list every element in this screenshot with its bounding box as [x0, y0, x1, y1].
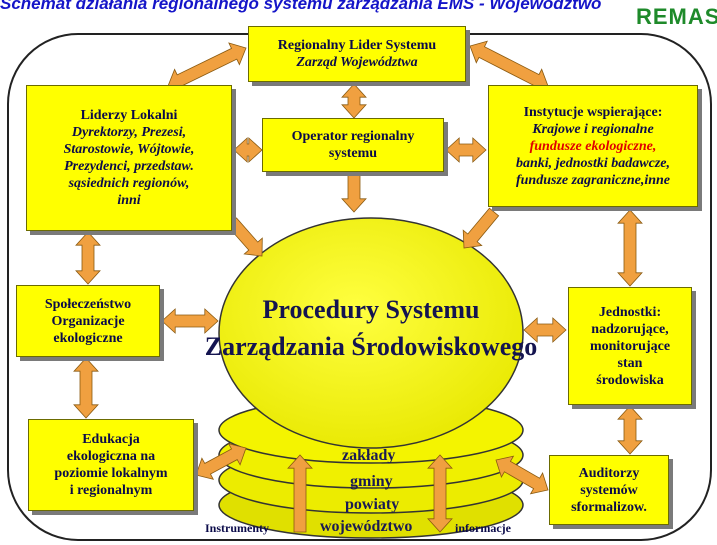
arrow-cylinder-auditors: [495, 455, 549, 495]
arrow-leader-operator: [341, 83, 367, 119]
center-title-line2: Zarządzania Środowiskowego: [205, 332, 538, 361]
regional-leader-line2: Zarząd Województwa: [296, 55, 418, 70]
arrow-informacje-updown: [427, 454, 453, 533]
units-line5: środowiska: [596, 372, 664, 388]
operator-line2: systemu: [328, 146, 378, 161]
arrow-leader-localleaders: [167, 42, 247, 92]
institutions-line3: fundusze ekologiczne,: [529, 138, 657, 154]
arrows-group: [73, 40, 643, 533]
box-auditors: Auditorzy systemów sformalizow.: [549, 455, 669, 525]
center-title-line1: Procedury Systemu: [263, 295, 480, 324]
society-line1: Społeczeństwo: [44, 296, 132, 312]
institutions-line1: Instytucje wspierające:: [523, 104, 663, 120]
units-line1: Jednostki:: [598, 304, 662, 320]
disk-main: [218, 217, 524, 449]
layer-label-powiaty: powiaty: [345, 496, 399, 513]
local-leaders-line2: Dyrektorzy, Prezesi,: [71, 125, 187, 140]
local-leaders-line4: Prezydenci, przedstaw.: [64, 159, 194, 174]
box-monitoring-units: Jednostki: nadzorujące, monitorujące sta…: [568, 287, 692, 405]
box-operator: Operator regionalny systemu: [262, 118, 444, 172]
box-local-leaders: Liderzy Lokalni Dyrektorzy, Prezesi, Sta…: [26, 85, 232, 231]
arrow-society-education: [73, 357, 99, 419]
cylinder-stack: [218, 217, 524, 539]
box-society: Społeczeństwo Organizacje ekologiczne: [16, 285, 160, 357]
society-line2: Organizacje: [51, 313, 125, 329]
arrow-institutions-units: [617, 209, 643, 287]
arrow-education-cylinder: [195, 443, 247, 480]
arrow-operator-to-cylinder: [341, 173, 367, 213]
label-instrumenty: Instrumenty: [205, 521, 270, 535]
auditors-line1: Auditorzy: [578, 465, 640, 481]
arrow-leader-institutions: [469, 40, 549, 92]
local-leaders-line5: sąsiednich regionów,: [68, 176, 190, 191]
operator-line1: Operator regionalny: [291, 129, 415, 144]
arrow-cylinder-units: [523, 317, 567, 343]
education-line4: i regionalnym: [69, 483, 153, 498]
arrow-instrumenty-up: [287, 454, 313, 533]
box-regional-leader: Regionalny Lider Systemu Zarząd Wojewódz…: [248, 26, 466, 82]
box-institutions: Instytucje wspierające: Krajowe i region…: [488, 85, 698, 207]
arrow-localleaders-to-cylinder: [226, 217, 263, 257]
arrow-society-cylinder: [161, 308, 219, 334]
education-line1: Edukacja: [82, 432, 140, 447]
arrow-localleaders-society: [75, 231, 101, 285]
institutions-line4: banki, jednostki badawcze,: [515, 155, 670, 171]
layer-label-wojewodztwo: województwo: [320, 518, 412, 535]
auditors-line3: sformalizow.: [571, 499, 647, 515]
layer-label-gminy: gminy: [350, 473, 393, 490]
education-line3: poziomie lokalnym: [54, 466, 168, 481]
society-line3: ekologiczne: [53, 330, 123, 346]
institutions-line5: fundusze zagraniczne,inne: [515, 172, 671, 188]
units-line2: nadzorujące,: [591, 321, 669, 337]
institutions-line2: Krajowe i regionalne: [532, 121, 654, 137]
regional-leader-line1: Regionalny Lider Systemu: [277, 38, 437, 53]
page-title: Schemat działania regionalnego systemu z…: [0, 0, 602, 13]
units-line4: stan: [617, 355, 643, 371]
remas-logo: REMAS: [636, 4, 717, 29]
label-informacje: informacje: [455, 521, 511, 535]
education-line2: ekologiczna na: [66, 449, 156, 464]
arrow-operator-institutions: [445, 137, 487, 163]
arrow-institutions-to-cylinder: [462, 207, 500, 249]
local-leaders-line6: inni: [117, 193, 141, 208]
layer-label-zaklady: zakłady: [342, 447, 395, 464]
units-line3: monitorujące: [589, 338, 671, 354]
box-education: Edukacja ekologiczna na poziomie lokalny…: [28, 419, 194, 511]
local-leaders-line1: Liderzy Lokalni: [80, 108, 178, 123]
local-leaders-line3: Starostowie, Wójtowie,: [63, 142, 195, 157]
auditors-line2: systemów: [580, 482, 638, 498]
arrow-units-auditors: [617, 405, 643, 455]
arrow-localleaders-operator: [233, 137, 263, 163]
